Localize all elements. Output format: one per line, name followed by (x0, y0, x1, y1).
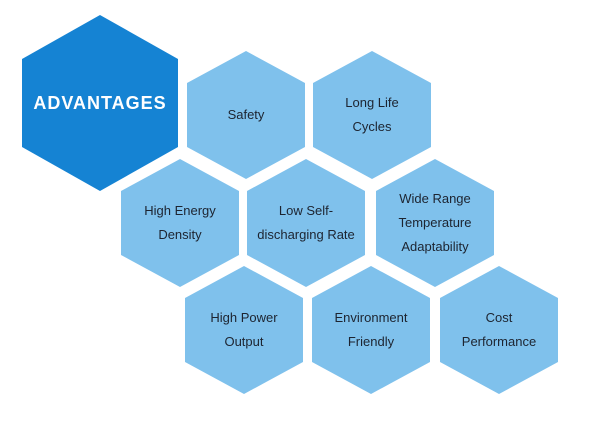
advantages-title-hex: ADVANTAGES (22, 15, 178, 191)
hex-long-life-cycles-label: Long Life Cycles (345, 95, 399, 134)
hex-wide-range-temperature-label: Wide Range Temperature Adaptability (398, 191, 472, 254)
advantages-title: ADVANTAGES (33, 92, 167, 113)
hex-safety-label: Safety (227, 107, 265, 122)
hex-cost-performance-label: Cost Performance (461, 310, 537, 349)
hex-high-power-output-label: High Power Output (210, 310, 278, 349)
hex-cost-performance: Cost Performance (440, 266, 558, 394)
hex-low-self-discharging-rate: Low Self- discharging Rate (247, 159, 365, 287)
hex-high-energy-density: High Energy Density (121, 159, 239, 287)
hex-environment-friendly-label: Environment Friendly (334, 310, 408, 349)
hex-low-self-discharging-rate-label: Low Self- discharging Rate (257, 203, 355, 242)
hex-wide-range-temperature: Wide Range Temperature Adaptability (376, 159, 494, 287)
hex-environment-friendly: Environment Friendly (312, 266, 430, 394)
hex-long-life-cycles: Long Life Cycles (313, 51, 431, 179)
hex-high-energy-density-label: High Energy Density (144, 203, 216, 242)
hex-high-power-output: High Power Output (185, 266, 303, 394)
hex-safety: Safety (187, 51, 305, 179)
